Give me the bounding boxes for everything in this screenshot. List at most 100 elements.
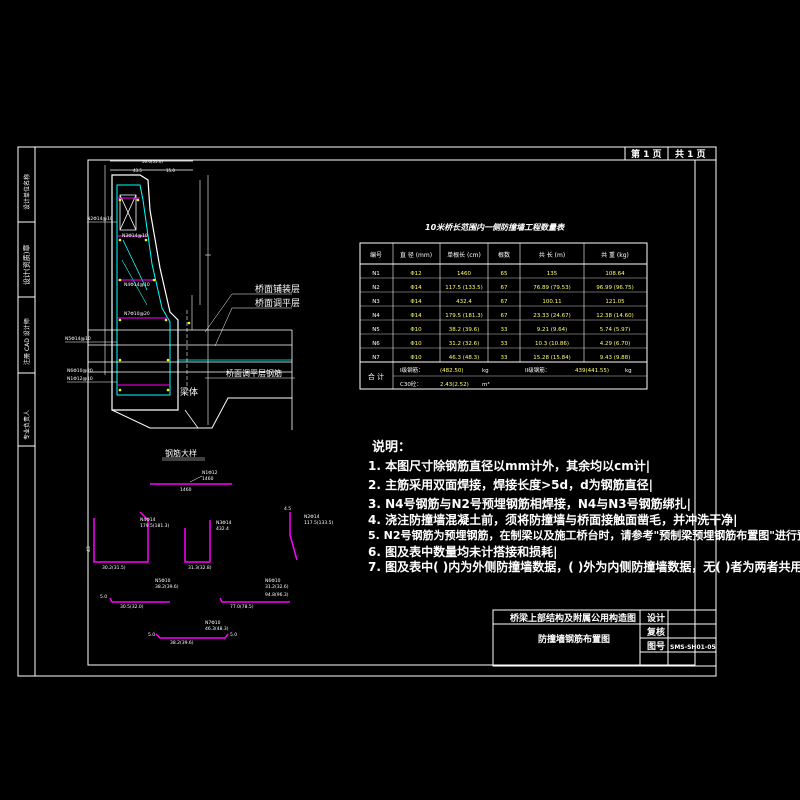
table-cell-5-4: 10.3 (10.86)	[535, 341, 569, 347]
n4-label: N4Φ14	[140, 517, 156, 523]
table-cell-6-0: N7	[372, 355, 380, 361]
table-cell-1-1: Φ14	[410, 285, 422, 291]
total-concrete-label: C30砼：	[400, 380, 422, 388]
table-cell-3-5: 12.38 (14.60)	[596, 313, 634, 319]
table-header-4: 共 长 (m)	[539, 251, 565, 259]
barrier-section: 50.0(55.0) 43.5 15.0	[65, 159, 300, 430]
table-cell-3-3: 67	[501, 313, 508, 319]
n4-dim-v: 43	[86, 546, 92, 552]
table-cell-1-4: 76.89 (79.53)	[533, 285, 571, 291]
n3-label: N3Φ14	[216, 520, 232, 526]
n2-label: N2Φ14	[304, 514, 320, 520]
label-n7: N7Φ10@20	[124, 311, 150, 317]
n6-dim: 77.0(78.5)	[230, 604, 254, 610]
total-steel1-label: I级钢筋：	[400, 366, 424, 374]
label-n4: N4Φ14@10	[124, 282, 150, 288]
dim-top-2: 43.5	[133, 168, 142, 173]
table-cell-2-4: 100.11	[542, 299, 561, 305]
note-7: 7. 图及表中( )内为外侧防撞墙数据，( )外为内侧防撞墙数据，无( )者为两…	[368, 560, 800, 574]
dim-top-1: 50.0(55.0)	[142, 159, 163, 164]
table-cell-1-5: 96.99 (96.75)	[596, 285, 634, 291]
table-cell-0-0: N1	[372, 271, 380, 277]
rebar-title: 钢筋大样	[165, 448, 197, 458]
label-beam: 梁体	[180, 386, 198, 398]
note-2: 2. 主筋采用双面焊接，焊接长度>5d，d为钢筋直径|	[368, 478, 654, 492]
table-cell-2-2: 432.4	[456, 299, 472, 305]
label-n5: N5Φ14@10	[65, 336, 91, 342]
table-cell-5-5: 4.29 (6.70)	[600, 341, 631, 347]
n7-label: N7Φ10	[205, 620, 221, 626]
project-name: 桥梁上部结构及附属公用构造图	[510, 612, 636, 624]
dim-top-3: 15.0	[166, 168, 175, 173]
notes-title: 说明：	[372, 440, 412, 455]
table-cell-4-0: N5	[372, 327, 380, 333]
table-total-label: 合 计	[368, 372, 384, 381]
total-steel2-value: 439(441.55)	[575, 368, 609, 374]
design-label: 设计	[647, 612, 665, 624]
table-cell-4-1: Φ10	[410, 327, 422, 333]
n6-len: 31.2(32.6)	[265, 584, 289, 590]
table-cell-4-2: 38.2 (39.6)	[449, 327, 480, 333]
n3-dim: 31.3(32.8)	[188, 565, 212, 571]
table-title: 10米桥长范围内一侧防撞墙工程数量表	[425, 223, 565, 232]
page-number: 第 1 页	[631, 148, 662, 160]
drawing-name: 防撞墙钢筋布置图	[538, 633, 610, 645]
note-3: 3. N4号钢筋与N2号预埋钢筋相焊接，N4与N3号钢筋绑扎|	[368, 497, 692, 511]
n6-label: N6Φ10	[265, 578, 281, 584]
n4-dim: 30.2(31.5)	[102, 565, 126, 571]
n7-dim-a: 5.0	[148, 632, 155, 638]
table-header-3: 根数	[498, 251, 510, 259]
n1-dim: 1460	[180, 487, 192, 493]
table-cell-5-0: N6	[372, 341, 380, 347]
note-1: 1. 本图尺寸除钢筋直径以mm计外，其余均以cm计|	[368, 459, 651, 473]
title-block: 桥梁上部结构及附属公用构造图 防撞墙钢筋布置图 设计 复核 图号 SMS-SH0…	[492, 609, 717, 667]
table-cell-0-2: 1460	[457, 271, 471, 277]
label-n3: N3Φ14@10	[122, 233, 148, 239]
table-header-5: 共 重 (kg)	[601, 251, 629, 259]
n4-len: 179.5(181.3)	[140, 523, 170, 529]
n5-dim-b: 30.5(32.0)	[120, 604, 144, 610]
table-cell-4-4: 9.21 (9.64)	[537, 327, 568, 333]
n2-dim: 4.5	[284, 506, 291, 512]
side-tab-1: 设计单位名称	[23, 174, 31, 210]
table-cell-4-5: 5.74 (5.97)	[600, 327, 631, 333]
label-layer1: 桥面铺装层	[255, 283, 300, 295]
n2-len: 117.5(133.5)	[304, 520, 334, 526]
total-steel2-label: II级钢筋：	[525, 366, 550, 374]
page-total: 共 1 页	[675, 148, 706, 160]
table-cell-1-0: N2	[372, 285, 380, 291]
table-cell-5-2: 31.2 (32.6)	[449, 341, 480, 347]
table-cell-2-1: Φ14	[410, 299, 422, 305]
outer-frame	[17, 146, 717, 677]
n7-dim-c: 5.0	[230, 632, 237, 638]
rebar-details: 钢筋大样 N1Φ12 1460 1460 N4Φ14 179.5(181.3) …	[86, 448, 334, 646]
n1-len: 1460	[202, 476, 214, 482]
total-concrete-unit: m³	[482, 381, 490, 388]
n1-label: N1Φ12	[202, 470, 218, 476]
table-cell-3-4: 23.33 (24.67)	[533, 313, 571, 319]
table-cell-6-1: Φ10	[410, 355, 422, 361]
n7-len: 46.3(48.3)	[205, 626, 229, 632]
table-cell-3-0: N4	[372, 313, 380, 319]
n3-len: 432.4	[216, 526, 229, 532]
label-n1: N1Φ12@10	[67, 376, 93, 382]
table-cell-6-2: 46.3 (48.3)	[449, 355, 480, 361]
table-cell-6-4: 15.28 (15.84)	[533, 355, 571, 361]
table-cell-5-3: 33	[501, 341, 508, 347]
total-steel1-value: (482.50)	[440, 368, 464, 374]
table-cell-4-3: 33	[501, 327, 508, 333]
table-cell-0-4: 135	[547, 271, 558, 277]
table-cell-2-5: 121.05	[605, 299, 625, 305]
page-header: 第 1 页 共 1 页	[624, 146, 717, 161]
n5-dim-a: 5.0	[100, 594, 107, 600]
table-cell-3-1: Φ14	[410, 313, 422, 319]
n5-len: 38.2(39.6)	[155, 584, 179, 590]
table-cell-6-3: 33	[501, 355, 508, 361]
total-concrete-value: 2.43(2.52)	[440, 382, 469, 388]
table-cell-0-5: 108.64	[605, 271, 625, 277]
table-cell-1-2: 117.5 (133.5)	[445, 285, 483, 291]
note-5: 5. N2号钢筋为预埋钢筋，在制梁以及施工桥台时，请参考"预制梁预埋钢筋布置图"…	[368, 529, 800, 542]
label-n6: N6Φ10@20	[67, 368, 93, 374]
label-layer2: 桥面调平层	[255, 297, 300, 309]
